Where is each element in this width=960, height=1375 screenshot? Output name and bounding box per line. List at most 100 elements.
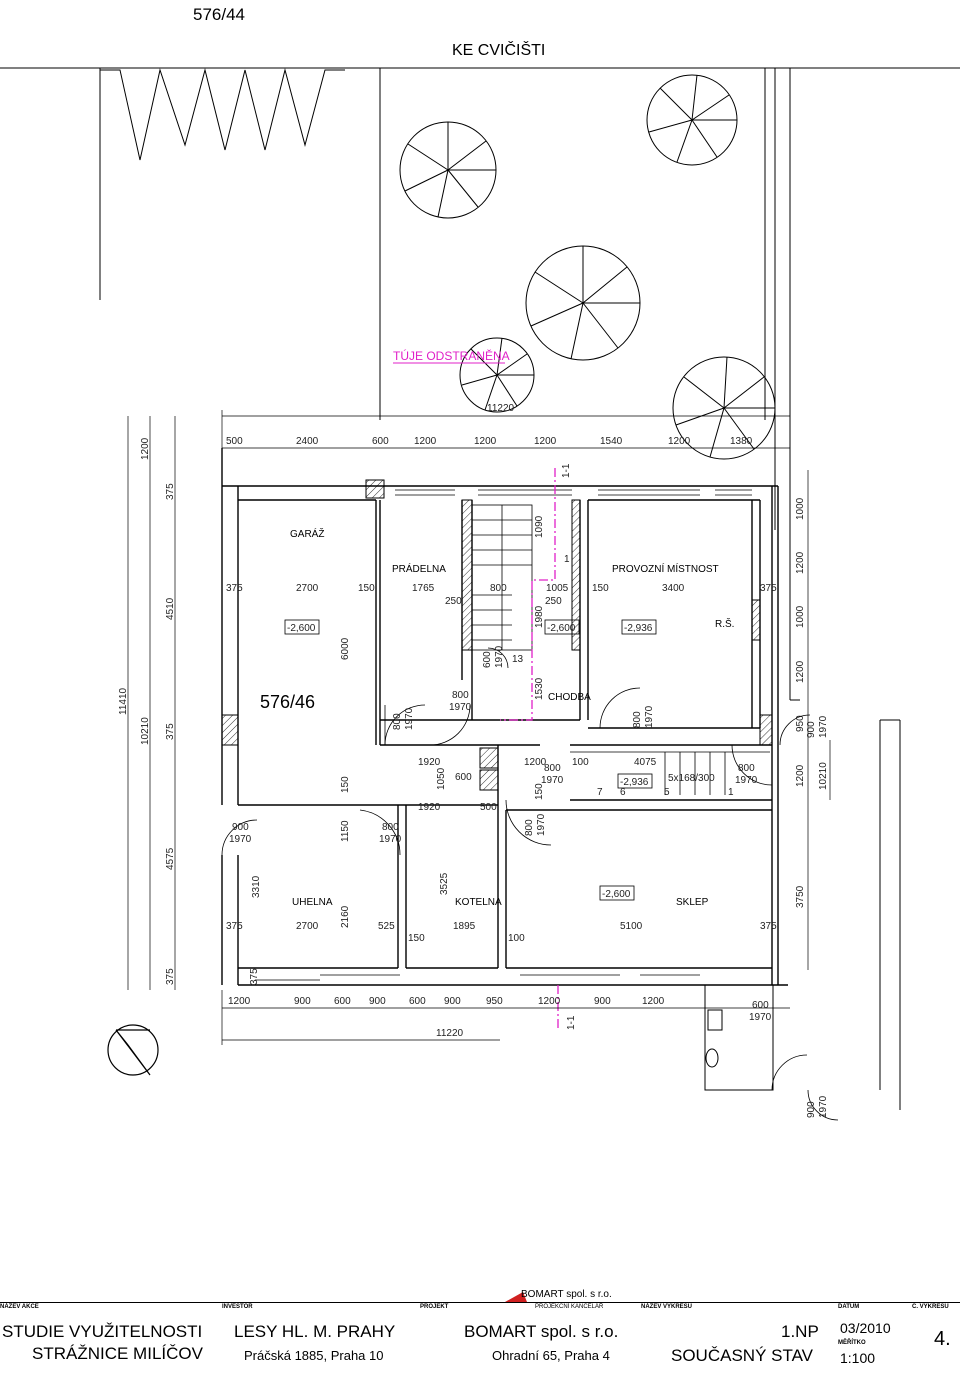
svg-text:2700: 2700 — [296, 583, 319, 594]
logo-subtitle: PROJEKČNÍ KANCELÁŘ — [535, 1304, 604, 1310]
svg-text:6: 6 — [620, 787, 626, 798]
akce-line-2: STRÁŽNICE MILÍČOV — [32, 1344, 203, 1363]
cell-akce: NÁZEV AKCE STUDIE VYUŽITELNOSTI STRÁŽNIC… — [0, 1304, 215, 1374]
dim-row1: 375 2700 150 1765 250 800 1005 150 3400 … — [226, 583, 777, 607]
svg-text:1970: 1970 — [644, 705, 655, 728]
svg-text:1: 1 — [728, 787, 734, 798]
dim-top-row: 500 2400 600 1200 1200 1200 1540 1200 13… — [226, 436, 753, 447]
svg-text:100: 100 — [508, 933, 525, 944]
stair-spec: 5x168/300 — [668, 773, 715, 784]
dim-left-inner: 6000 150 1150 3310 2160 375 — [249, 637, 351, 985]
svg-text:900: 900 — [594, 996, 611, 1007]
svg-text:900: 900 — [369, 996, 386, 1007]
svg-text:1970: 1970 — [541, 775, 564, 786]
logo-triangle-icon — [505, 1292, 527, 1302]
hatched-masonry — [221, 479, 773, 791]
svg-text:10210: 10210 — [818, 762, 829, 790]
investor-heading: INVESTOR — [222, 1304, 253, 1310]
svg-text:1970: 1970 — [229, 834, 252, 845]
svg-text:7: 7 — [597, 787, 603, 798]
section-line — [500, 468, 559, 1030]
level-chodba: -2,600 — [547, 623, 576, 634]
svg-text:150: 150 — [340, 776, 351, 793]
north-arrow-icon — [107, 1024, 159, 1076]
svg-text:4575: 4575 — [165, 847, 176, 870]
svg-text:3310: 3310 — [251, 875, 262, 898]
svg-text:150: 150 — [408, 933, 425, 944]
vykres-line-2: SOUČASNÝ STAV — [671, 1346, 814, 1365]
svg-text:2700: 2700 — [296, 921, 319, 932]
meritko-heading: MĚŘÍTKO — [838, 1340, 866, 1346]
street-name: KE CVIČIŠTI — [452, 40, 545, 59]
svg-text:150: 150 — [592, 583, 609, 594]
svg-text:1200: 1200 — [524, 757, 547, 768]
svg-text:900: 900 — [806, 1101, 817, 1118]
investor-line-2: Práčská 1885, Praha 10 — [244, 1348, 384, 1363]
svg-text:950: 950 — [486, 996, 503, 1007]
site-boundary — [0, 67, 960, 1110]
svg-text:1970: 1970 — [818, 1095, 829, 1118]
svg-text:1765: 1765 — [412, 583, 435, 594]
svg-text:600: 600 — [409, 996, 426, 1007]
svg-text:800: 800 — [490, 583, 507, 594]
svg-text:1050: 1050 — [436, 767, 447, 790]
svg-text:1895: 1895 — [453, 921, 476, 932]
svg-text:800: 800 — [738, 763, 755, 774]
svg-text:1200: 1200 — [538, 996, 561, 1007]
dimension-lines-left — [127, 416, 176, 990]
svg-text:1200: 1200 — [228, 996, 251, 1007]
svg-text:500: 500 — [226, 436, 243, 447]
svg-text:600: 600 — [334, 996, 351, 1007]
cell-vykres: NÁZEV VÝKRESU 1.NP SOUČASNÝ STAV — [641, 1304, 831, 1374]
svg-text:4075: 4075 — [634, 757, 657, 768]
svg-text:1970: 1970 — [404, 707, 415, 730]
projekt-line-1: BOMART spol. s r.o. — [464, 1322, 619, 1341]
section-mark-top: 1-1 — [561, 463, 572, 478]
svg-text:1200: 1200 — [534, 436, 557, 447]
svg-text:900: 900 — [294, 996, 311, 1007]
svg-text:5: 5 — [664, 787, 670, 798]
svg-text:375: 375 — [165, 483, 176, 500]
dim-left-segments: 1200 375 4510 375 4575 375 — [140, 437, 176, 985]
datum-heading: DATUM — [838, 1304, 860, 1310]
windows-north — [255, 489, 752, 981]
svg-text:1200: 1200 — [474, 436, 497, 447]
svg-text:900: 900 — [806, 721, 817, 738]
room-kotelna: KOTELNA — [455, 897, 502, 908]
section-mark-bottom: 1-1 — [566, 1015, 577, 1030]
svg-text:375: 375 — [226, 583, 243, 594]
level-stair: -2,936 — [620, 777, 649, 788]
svg-text:500: 500 — [480, 802, 497, 813]
svg-text:1380: 1380 — [730, 436, 753, 447]
cislo-value: 4. — [934, 1328, 951, 1350]
svg-text:100: 100 — [572, 757, 589, 768]
vykres-heading: NÁZEV VÝKRESU — [641, 1304, 693, 1310]
dim-left-outer: 11410 — [118, 687, 129, 715]
svg-text:375: 375 — [165, 968, 176, 985]
svg-text:1200: 1200 — [642, 996, 665, 1007]
note-thuja-removed: TÚJE ODSTRANĚNA — [393, 348, 510, 363]
level-marks — [284, 619, 657, 901]
svg-text:1200: 1200 — [414, 436, 437, 447]
svg-text:800: 800 — [392, 713, 403, 730]
svg-text:1200: 1200 — [795, 660, 806, 683]
svg-text:1150: 1150 — [340, 820, 351, 842]
svg-text:6000: 6000 — [340, 637, 351, 660]
svg-text:900: 900 — [232, 822, 249, 833]
tree-symbols — [399, 74, 776, 460]
svg-text:1: 1 — [564, 554, 570, 565]
staircase — [471, 504, 770, 795]
svg-text:250: 250 — [545, 596, 562, 607]
door-swings — [221, 647, 839, 1121]
room-pradelna: PRÁDELNA — [392, 562, 446, 575]
akce-heading: NÁZEV AKCE — [0, 1304, 39, 1310]
title-block-rule — [0, 1302, 960, 1303]
svg-text:800: 800 — [524, 819, 535, 836]
wc-annex — [704, 984, 774, 1091]
svg-text:375: 375 — [760, 583, 777, 594]
room-provozni: PROVOZNÍ MÍSTNOST — [612, 562, 719, 575]
room-rs: R.Š. — [715, 617, 734, 630]
svg-text:1970: 1970 — [536, 813, 547, 836]
svg-text:2400: 2400 — [296, 436, 319, 447]
svg-text:150: 150 — [358, 583, 375, 594]
